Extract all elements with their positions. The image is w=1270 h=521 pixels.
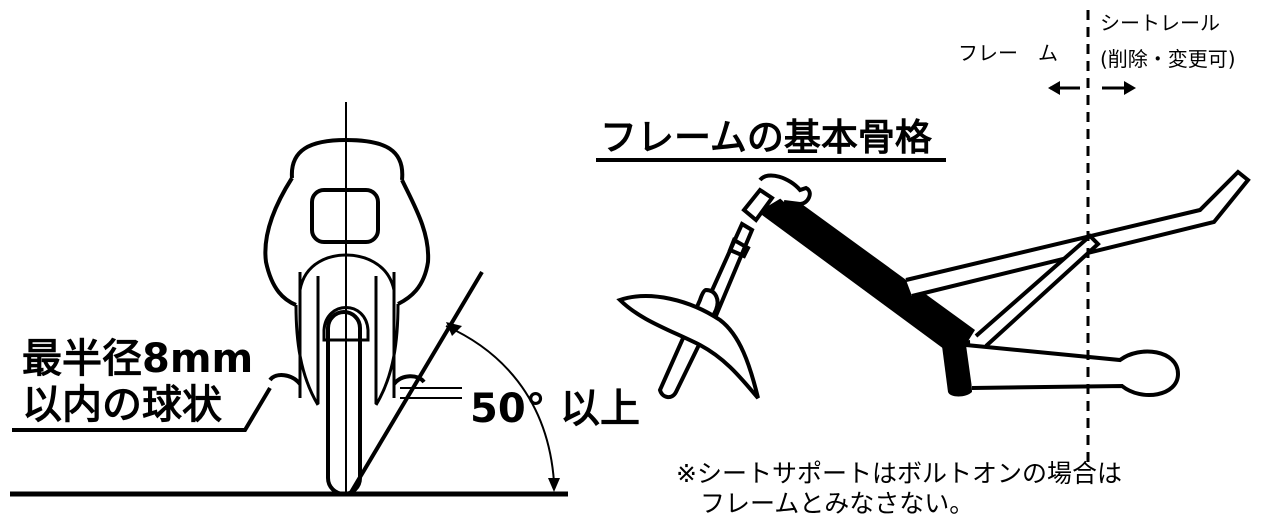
arc-arrowhead-top: [446, 322, 462, 336]
front-tyre: [326, 310, 362, 496]
angle-value: 50°: [470, 386, 546, 432]
frame-figure: [616, 169, 1251, 400]
frame-direction-arrow: [1048, 81, 1080, 95]
seat-rail-label-line2: (削除・変更可): [1100, 47, 1236, 71]
arc-arrowhead-bottom: [548, 478, 560, 492]
frame-down-section: [942, 340, 972, 397]
footpeg-right: [392, 374, 426, 386]
radius-label-line1: 最半径8mm: [22, 336, 253, 382]
note-line1: ※シートサポートはボルトオンの場合は: [676, 459, 1122, 488]
seat-rail-upper: [905, 169, 1251, 298]
radius-label-line2: 以内の球状: [22, 382, 223, 428]
windscreen: [289, 137, 405, 181]
headlight: [310, 188, 380, 244]
lower-cowl: [294, 303, 400, 406]
seat-support: [974, 233, 1101, 348]
main-frame-tube: [758, 194, 975, 352]
front-view-figure: [10, 102, 568, 497]
frame-title: フレームの基本骨格: [600, 116, 933, 159]
fork-right: [374, 272, 396, 404]
head-pipe: [758, 173, 812, 207]
seat-rail-direction-arrow: [1102, 81, 1136, 95]
note-line2: フレームとみなさない。: [700, 489, 974, 518]
seat-rail-label-line1: シートレール: [1100, 11, 1220, 35]
frame-label: フレー ム: [958, 41, 1058, 65]
angle-arc: [445, 325, 555, 483]
cowl: [263, 176, 431, 307]
fork-brace: [298, 253, 396, 291]
radius-leader-line: [12, 386, 272, 432]
fork-left: [298, 272, 320, 404]
front-fender: [322, 306, 370, 342]
handlebar: [741, 187, 775, 223]
swing-arm: [965, 343, 1181, 398]
front-fender-side: [616, 294, 760, 400]
angle-suffix: 以上: [560, 386, 640, 432]
bank-angle-line: [348, 270, 484, 496]
footpeg-left: [268, 373, 302, 386]
